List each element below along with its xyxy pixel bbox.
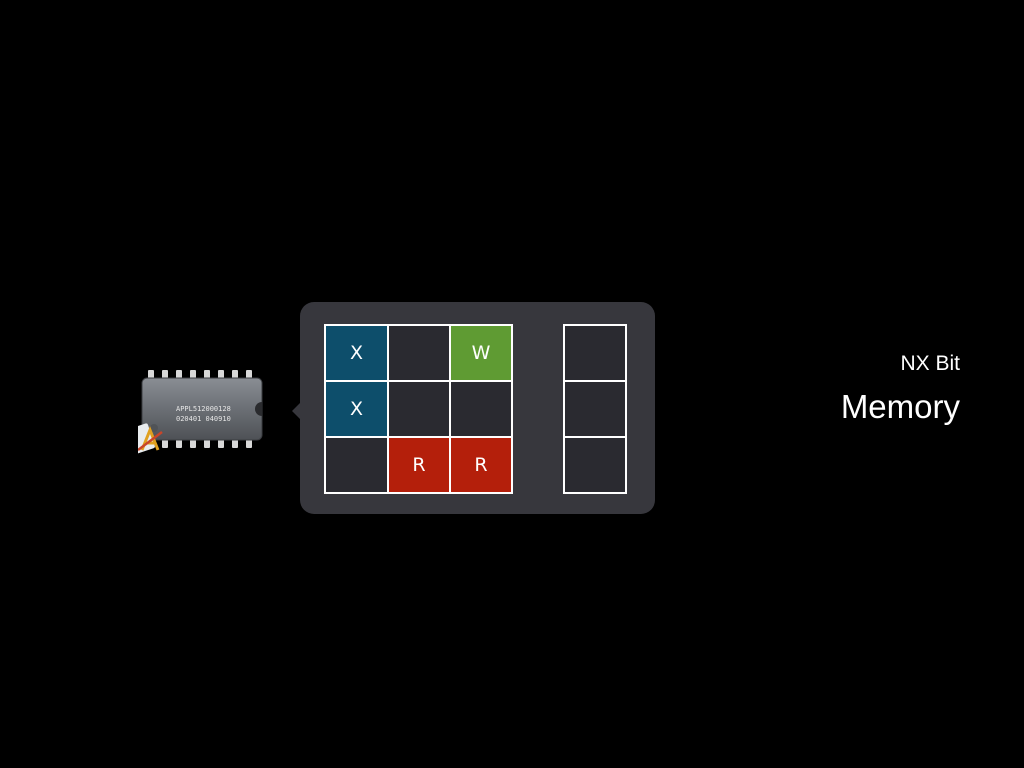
memory-cell — [389, 326, 451, 382]
memory-cell: W — [451, 326, 513, 382]
memory-cell: X — [326, 382, 389, 438]
memory-column-cell — [565, 326, 627, 382]
memory-column — [563, 324, 627, 494]
memory-cell — [389, 382, 451, 438]
slide-subtitle: NX Bit — [900, 352, 960, 375]
memory-cell: X — [326, 326, 389, 382]
memory-cell: R — [389, 438, 451, 494]
callout-pointer — [292, 402, 301, 420]
memory-cell — [451, 382, 513, 438]
memory-column-cell — [565, 438, 627, 494]
developer-tools-badge-icon — [138, 423, 163, 454]
chip-label-line1: APPL512000128 — [176, 405, 231, 413]
slide-title: Memory — [840, 388, 960, 425]
chip-label-line2: 020401 040910 — [176, 415, 231, 423]
memory-cell: R — [451, 438, 513, 494]
memory-column-cell — [565, 382, 627, 438]
memory-cell — [326, 438, 389, 494]
memory-chip-icon: APPL512000128 020401 040910 — [138, 370, 263, 454]
